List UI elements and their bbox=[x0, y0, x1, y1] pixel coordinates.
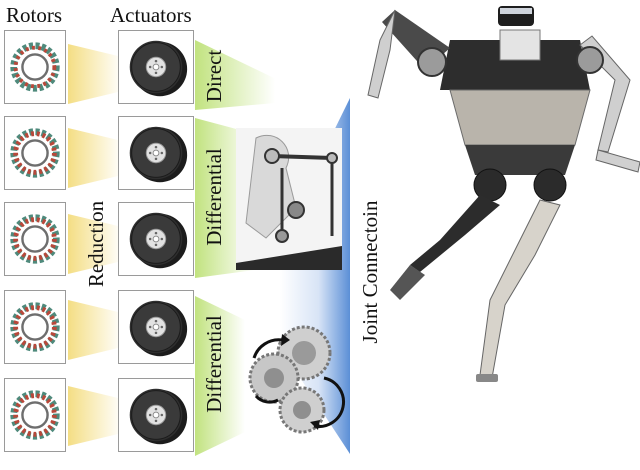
rotor-actuator-band-2 bbox=[68, 128, 118, 188]
gear-differential-illustration bbox=[248, 325, 345, 434]
actuator-tile-4 bbox=[118, 290, 194, 364]
actuator-icon bbox=[129, 126, 188, 183]
differential-band-2 bbox=[195, 296, 245, 456]
actuator-icon bbox=[129, 40, 188, 97]
rotor-tile-4 bbox=[4, 290, 66, 364]
actuator-tile-1 bbox=[118, 30, 194, 104]
actuator-tile-5 bbox=[118, 378, 194, 452]
rotor-actuator-band-4 bbox=[68, 300, 118, 360]
differential-label-1: Differential bbox=[202, 148, 226, 246]
rotor-actuator-band-3 bbox=[68, 214, 118, 274]
rotor-actuator-band-1 bbox=[68, 44, 118, 104]
actuator-tile-3 bbox=[118, 202, 194, 276]
rotor-tile-2 bbox=[4, 116, 66, 190]
reduction-label: Reduction bbox=[84, 200, 108, 288]
bipedal-robot-illustration bbox=[367, 6, 640, 382]
rotor-stator-icon bbox=[10, 214, 60, 264]
differential-label-2: Differential bbox=[202, 315, 226, 413]
actuator-tile-2 bbox=[118, 116, 194, 190]
rotor-stator-icon bbox=[10, 42, 60, 92]
actuator-icon bbox=[129, 300, 188, 357]
rotor-tile-5 bbox=[4, 378, 66, 452]
rotor-actuator-band-5 bbox=[68, 386, 118, 446]
linkage-mechanism-illustration bbox=[236, 128, 342, 270]
actuator-icon bbox=[129, 212, 188, 269]
rotor-tile-3 bbox=[4, 202, 66, 276]
rotor-tile-1 bbox=[4, 30, 66, 104]
rotor-stator-icon bbox=[10, 390, 60, 440]
actuators-header: Actuators bbox=[110, 3, 192, 27]
rotor-stator-icon bbox=[10, 302, 60, 352]
direct-label: Direct bbox=[202, 49, 226, 103]
rotors-header: Rotors bbox=[6, 3, 63, 27]
rotor-stator-icon bbox=[10, 128, 60, 178]
actuator-icon bbox=[129, 388, 188, 445]
